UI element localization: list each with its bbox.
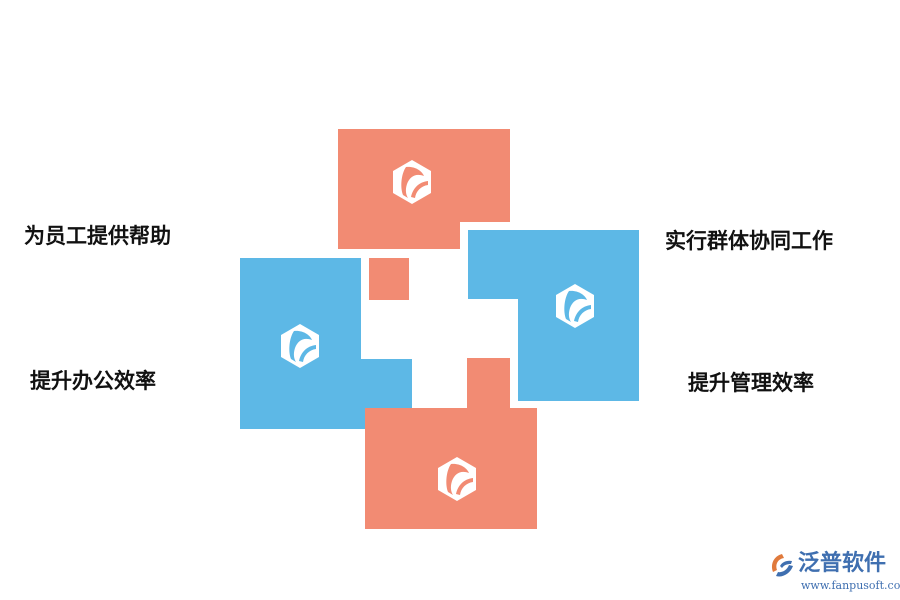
- label-bottom-left: 提升办公效率: [30, 369, 156, 393]
- center-square: [369, 258, 409, 300]
- left-block: [240, 258, 412, 429]
- label-top-left: 为员工提供帮助: [24, 224, 171, 248]
- brand-url: www.fanpusoft.com: [801, 579, 900, 592]
- bottom-block: [365, 358, 537, 529]
- right-block: [468, 230, 639, 401]
- brand-logo-icon: [772, 554, 793, 577]
- label-bottom-right: 提升管理效率: [688, 371, 814, 395]
- label-top-right: 实行群体协同工作: [665, 229, 833, 253]
- brand-name: 泛普软件: [798, 551, 887, 576]
- brand-logo: 泛普软件 www.fanpusoft.com: [768, 551, 900, 596]
